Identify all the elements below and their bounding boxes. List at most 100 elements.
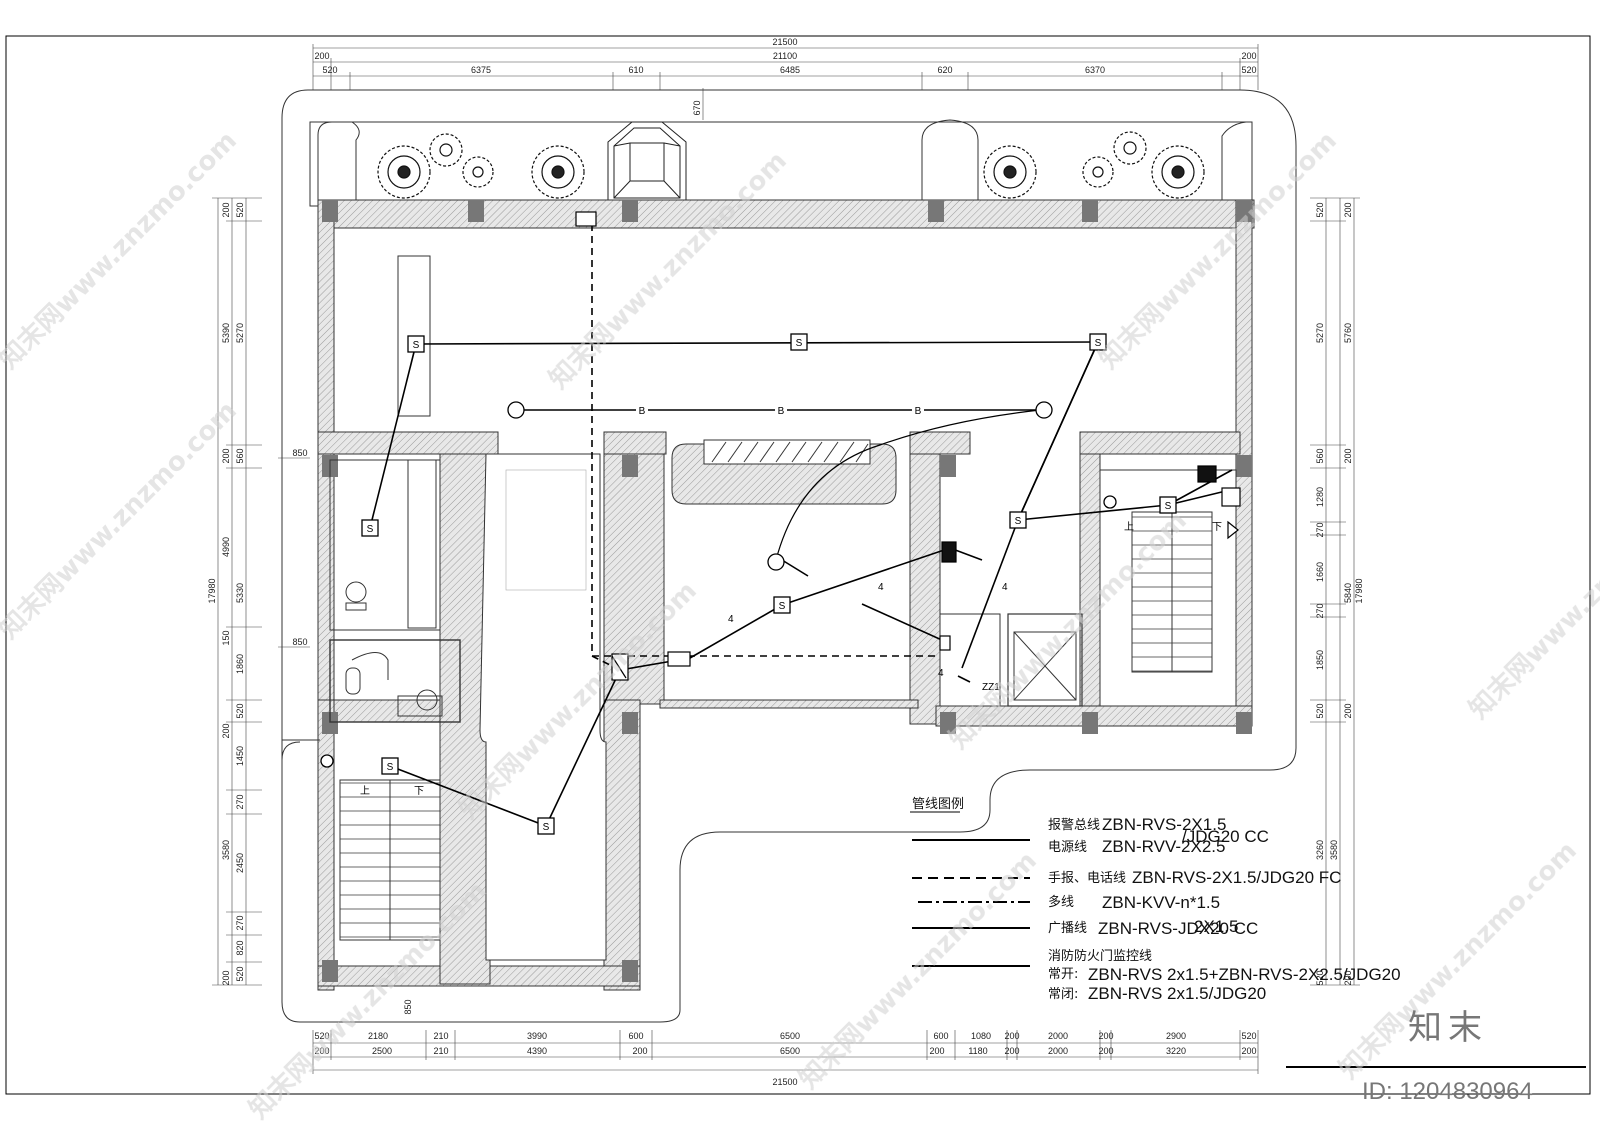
dim-left-inner: 270 <box>235 915 245 930</box>
legend-spec: ZBN-RVS-JDX20 CC <box>1098 919 1258 938</box>
dim-right-outer: 200 <box>1343 703 1353 718</box>
legend-spec: ZBN-RVV-2X2.5 <box>1102 837 1225 856</box>
dim-bottom-overall: 21500 <box>772 1077 797 1087</box>
dim-right-outer: 5760 <box>1343 323 1353 343</box>
svg-text:S: S <box>413 340 420 351</box>
switch-device: S <box>1089 333 1107 351</box>
dim-right-inner: 270 <box>1315 522 1325 537</box>
legend-label: 常闭: <box>1048 987 1078 1002</box>
dim-top-seg: 6375 <box>471 65 491 75</box>
dim-right-overall: 17980 <box>1354 578 1364 603</box>
dim-left-inner: 560 <box>235 448 245 463</box>
dim-left-outer: 4990 <box>221 537 231 557</box>
dim-bottom-seg: 200 <box>1004 1046 1019 1056</box>
svg-text:4: 4 <box>878 582 884 593</box>
dim-right-inner: 520 <box>1315 703 1325 718</box>
dim-top-seg: 6485 <box>780 65 800 75</box>
svg-text:S: S <box>1165 501 1172 512</box>
legend-label: 消防防火门监控线 <box>1048 948 1152 964</box>
svg-text:B: B <box>639 406 646 417</box>
switch-device: S <box>537 817 555 835</box>
dim-left-inner: 1860 <box>235 654 245 674</box>
dims-left <box>212 197 310 986</box>
dim-bottom-seg: 2000 <box>1048 1046 1068 1056</box>
legend-label: 报警总线 <box>1048 817 1100 833</box>
building-walls <box>281 199 1255 991</box>
stair-up-label: 上 <box>1124 521 1134 533</box>
dim-left-overall: 17980 <box>207 578 217 603</box>
svg-text:S: S <box>543 822 550 833</box>
dim-left-inner: 520 <box>235 202 245 217</box>
legend-spec: ZBN-RVS 2x1.5/JDG20 <box>1088 984 1266 1003</box>
dim-top-seg: 520 <box>322 65 337 75</box>
dim-left-inner: 5270 <box>235 323 245 343</box>
stair-up-label: 上 <box>360 785 370 797</box>
dim-bottom-seg: 200 <box>1098 1031 1113 1041</box>
dims-right <box>1310 197 1360 986</box>
watermark-id: ID: 1204830964 <box>1362 1078 1533 1105</box>
svg-text:S: S <box>1015 516 1022 527</box>
dim-right-inner: 1660 <box>1315 562 1325 582</box>
svg-text:B: B <box>915 406 922 417</box>
dim-bottom-seg: 210 <box>433 1031 448 1041</box>
dim-bottom-seg: 200 <box>929 1046 944 1056</box>
pipeline-legend: 管线图例 报警总线 ZBN-RVS-2X1.5 电源线 ZBN-RVV-2X2.… <box>910 797 1401 1003</box>
bell-label: B <box>636 404 648 417</box>
dim-bottom-seg: 2500 <box>372 1046 392 1056</box>
dim-left-outer: 200 <box>221 202 231 217</box>
dim-top-overall: 21500 <box>772 37 797 47</box>
dims-bottom <box>312 1030 1259 1074</box>
legend-label: 电源线 <box>1048 840 1087 855</box>
dim-left-side: 850 <box>292 637 307 647</box>
svg-text:B: B <box>778 406 785 417</box>
dim-top-seg: 6370 <box>1085 65 1105 75</box>
dim-bottom-seg: 200 <box>1098 1046 1113 1056</box>
dim-left-inner: 270 <box>235 794 245 809</box>
dim-right-inner: 520 <box>1315 970 1325 985</box>
bell-label: B <box>775 404 787 417</box>
dim-bottom-seg: 200 <box>1004 1031 1019 1041</box>
dim-left-inner: 820 <box>235 940 245 955</box>
dim-top-edge-right: 200 <box>1241 51 1256 61</box>
legend-overlap: /JDG20 CC <box>1182 827 1269 846</box>
svg-text:S: S <box>367 524 374 535</box>
dim-bottom-seg: 1080 <box>971 1031 991 1041</box>
bell-label: B <box>912 404 924 417</box>
dim-bottom-seg: 520 <box>314 1031 329 1041</box>
dim-bottom-side: 850 <box>403 999 413 1014</box>
svg-text:S: S <box>779 601 786 612</box>
wiring-solid <box>369 341 1233 827</box>
watermark-brand: 知末 <box>1408 1008 1488 1048</box>
switch-device: S <box>381 757 399 775</box>
sheet-frame <box>5 35 1591 1095</box>
switch-device: S <box>773 596 791 614</box>
dim-bottom-seg: 2000 <box>1048 1031 1068 1041</box>
dim-bottom-seg: 200 <box>314 1046 329 1056</box>
dim-right-inner: 1280 <box>1315 487 1325 507</box>
dim-bottom-seg: 600 <box>628 1031 643 1041</box>
speaker-icon <box>320 401 1117 768</box>
dim-bottom-seg: 210 <box>433 1046 448 1056</box>
legend-label: 多线 <box>1048 894 1074 910</box>
dim-left-inner: 520 <box>235 703 245 718</box>
dim-right-inner: 560 <box>1315 448 1325 463</box>
legend-overlap: 2X1.5 <box>1194 917 1238 936</box>
dim-left-side: 850 <box>292 448 307 458</box>
dim-right-inner: 270 <box>1315 603 1325 618</box>
dim-right-inner: 3580 <box>1329 840 1339 860</box>
dim-bottom-seg: 6500 <box>780 1031 800 1041</box>
dim-left-outer: 200 <box>221 723 231 738</box>
legend-label: 广播线 <box>1048 921 1087 936</box>
dim-right-outer: 3260 <box>1315 840 1325 860</box>
legend-label: 常开: <box>1048 967 1078 982</box>
legend-spec: ZBN-KVV-n*1.5 <box>1102 893 1220 912</box>
dim-bottom-seg: 200 <box>632 1046 647 1056</box>
dim-top-seg: 520 <box>1241 65 1256 75</box>
dim-right-inner: 1850 <box>1315 650 1325 670</box>
dim-left-inner: 2450 <box>235 853 245 873</box>
dim-bottom-seg: 520 <box>1241 1031 1256 1041</box>
watermark-text: 知末网www.znzmo.com <box>1094 126 1343 375</box>
svg-text:4: 4 <box>1002 582 1008 593</box>
dim-left-outer: 5330 <box>235 583 245 603</box>
dim-bottom-seg: 2180 <box>368 1031 388 1041</box>
